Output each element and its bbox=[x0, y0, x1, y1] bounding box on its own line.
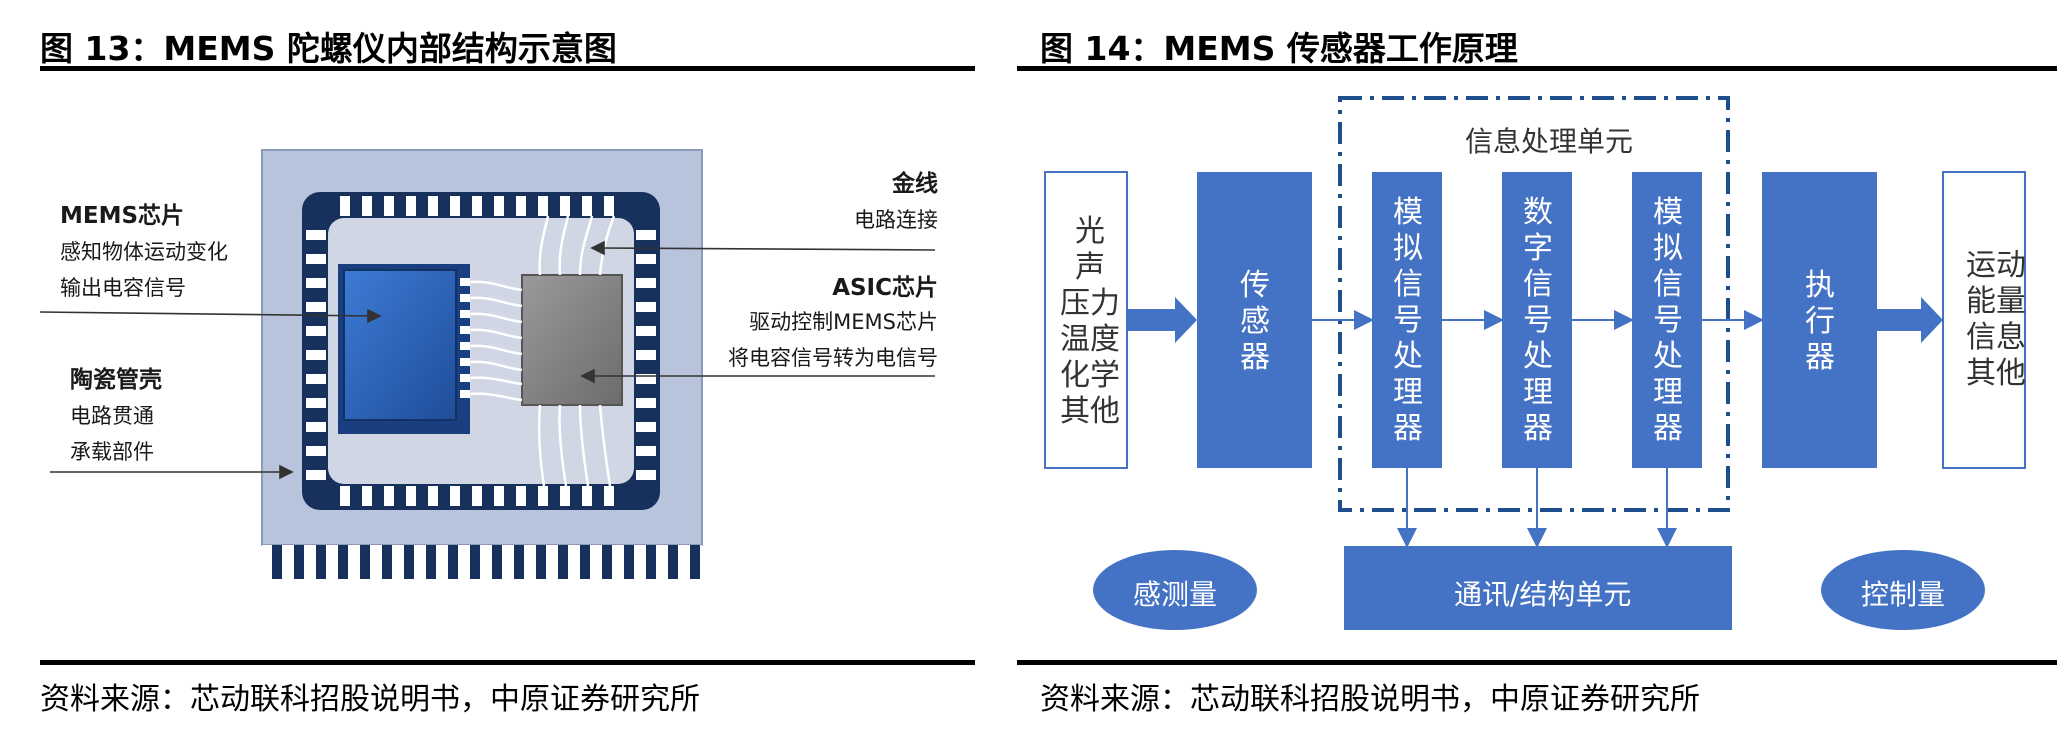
left-figure-title: 图 13：MEMS 陀螺仪内部结构示意图 bbox=[40, 29, 617, 68]
asic-chip bbox=[521, 274, 623, 406]
label-gold-wire-line1: 电路连接 bbox=[854, 208, 938, 232]
left-source-note: 资料来源：芯动联科招股说明书，中原证券研究所 bbox=[40, 682, 700, 717]
processor-1-text: 模拟信号处理器 bbox=[1393, 195, 1423, 446]
package-pins bbox=[262, 545, 702, 579]
output-text: 运动能量信息其他 bbox=[1966, 248, 2026, 391]
thick-arrow-input bbox=[1127, 297, 1197, 343]
input-box bbox=[1044, 171, 1128, 469]
label-gold-wire-title: 金线 bbox=[892, 171, 938, 197]
bond-pads-right bbox=[636, 230, 656, 480]
label-ceramic-title: 陶瓷管壳 bbox=[70, 367, 162, 393]
comm-unit-text: 通讯/结构单元 bbox=[1454, 578, 1632, 611]
mems-sensor-principle-diagram bbox=[1044, 96, 2026, 630]
label-mems-chip-title: MEMS芯片 bbox=[60, 203, 185, 229]
control-ellipse bbox=[1821, 550, 1985, 630]
label-asic-line1: 驱动控制MEMS芯片 bbox=[749, 310, 938, 334]
bond-pads-bottom bbox=[340, 486, 614, 506]
right-figure-title: 图 14：MEMS 传感器工作原理 bbox=[1040, 29, 1518, 68]
right-bottom-rule bbox=[1017, 660, 2057, 665]
sensor-text: 传感器 bbox=[1240, 268, 1270, 375]
comm-unit-block bbox=[1344, 546, 1732, 630]
processor-2-block bbox=[1502, 172, 1572, 468]
processing-unit-label: 信息处理单元 bbox=[1465, 125, 1634, 158]
label-ceramic-line1: 电路贯通 bbox=[70, 404, 154, 428]
processing-unit-group bbox=[1338, 96, 1730, 512]
label-asic-title: ASIC芯片 bbox=[832, 275, 938, 301]
processor-2-text: 数字信号处理器 bbox=[1523, 195, 1553, 446]
actuator-block bbox=[1762, 172, 1877, 468]
actuator-text: 执行器 bbox=[1805, 268, 1835, 375]
processor-1-block bbox=[1372, 172, 1442, 468]
input-text: 光声压力温度化学其他 bbox=[1060, 214, 1120, 429]
control-text: 控制量 bbox=[1861, 578, 1946, 611]
right-title-rule bbox=[1017, 66, 2057, 71]
bond-pads-top bbox=[340, 196, 614, 216]
sensor-block bbox=[1197, 172, 1312, 468]
right-source-note: 资料来源：芯动联科招股说明书，中原证券研究所 bbox=[1040, 682, 1700, 717]
gold-wires bbox=[469, 215, 616, 487]
processor-3-block bbox=[1632, 172, 1702, 468]
thick-arrow-output bbox=[1877, 297, 1943, 343]
left-title-rule bbox=[40, 66, 975, 71]
measure-ellipse bbox=[1093, 550, 1257, 630]
mems-chip bbox=[343, 269, 457, 421]
pointer-mems-chip bbox=[40, 311, 375, 317]
measure-text: 感测量 bbox=[1133, 578, 1218, 611]
bond-pads-left bbox=[306, 230, 326, 480]
left-bottom-rule bbox=[40, 660, 975, 665]
output-box bbox=[1942, 171, 2026, 469]
label-ceramic-line2: 承载部件 bbox=[70, 440, 154, 464]
label-asic-line2: 将电容信号转为电信号 bbox=[728, 346, 938, 370]
processor-3-text: 模拟信号处理器 bbox=[1653, 195, 1683, 446]
pointer-gold-wire bbox=[599, 247, 936, 251]
label-mems-chip-line2: 输出电容信号 bbox=[60, 276, 186, 300]
label-mems-chip-line1: 感知物体运动变化 bbox=[60, 240, 228, 264]
mems-chip-contacts bbox=[460, 278, 470, 398]
mems-gyroscope-structure-diagram bbox=[40, 149, 936, 579]
